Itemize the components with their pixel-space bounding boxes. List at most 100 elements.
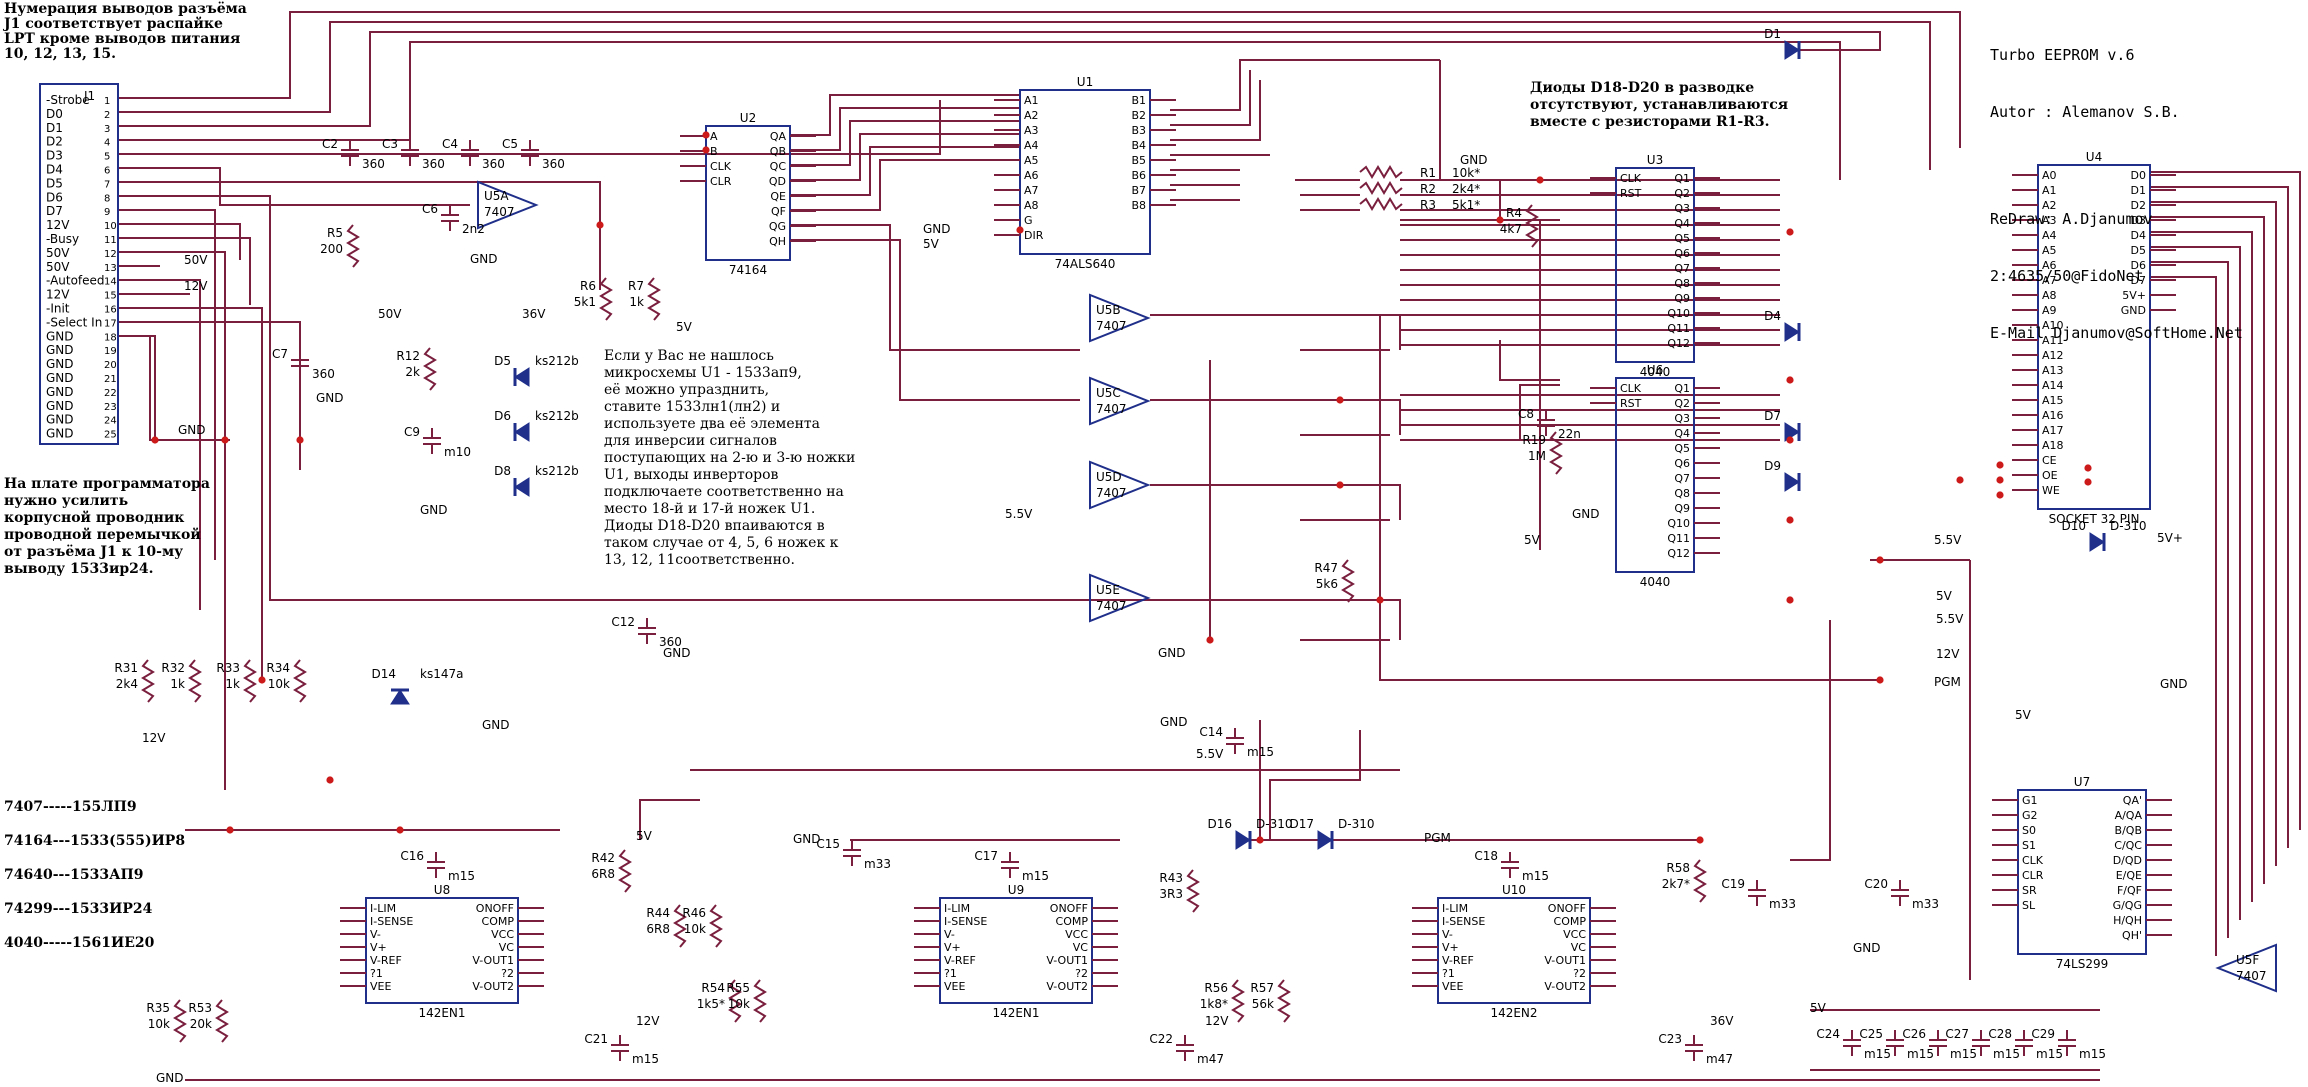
resistor-value: 2k xyxy=(405,365,420,379)
diode-ref: D16 xyxy=(1207,817,1232,831)
chip-pin-label: A8 xyxy=(1024,199,1039,212)
diode-d6: D6 ks212b xyxy=(494,409,579,442)
chip-pin-label: Q1 xyxy=(1674,172,1690,185)
resistor-ref: R1 xyxy=(1420,166,1436,180)
resistor-value: 1k xyxy=(225,677,240,691)
diode-ref: D4 xyxy=(1764,309,1781,323)
chip-pin-label: D1 xyxy=(2131,184,2146,197)
chip-pin-label: ?2 xyxy=(1075,967,1088,980)
note-simplify: Если у Вас не нашлось микросхемы U1 - 15… xyxy=(604,348,856,568)
junction-dot xyxy=(1496,216,1504,224)
diode-d4: D4 xyxy=(1764,309,1801,342)
chip-pin-label: S0 xyxy=(2022,824,2036,837)
chip-pin-label: V-OUT1 xyxy=(1046,954,1088,967)
connector-pin-label: GND xyxy=(46,371,74,385)
capacitor-value: 22n xyxy=(1558,427,1581,441)
connector-pin-number: 21 xyxy=(104,374,117,385)
capacitor-ref: C5 xyxy=(502,137,518,151)
chip-ref: U1 xyxy=(1077,75,1093,89)
chip-pin-label: D2 xyxy=(2131,199,2146,212)
diode-ref: D6 xyxy=(494,409,511,423)
chip-pin-label: D3 xyxy=(2131,214,2146,227)
chip-pin-label: C/QC xyxy=(2114,839,2142,852)
connector-pin-number: 16 xyxy=(104,305,117,316)
resistor-ref: R44 xyxy=(646,906,670,920)
diode-ref: D8 xyxy=(494,464,511,478)
chip-pin-label: VEE xyxy=(944,980,965,993)
capacitor-value: 360 xyxy=(422,157,445,171)
chip-pin-label: ONOFF xyxy=(476,902,514,915)
connector-pin-label: GND xyxy=(46,343,74,357)
capacitor-value: m15 xyxy=(2036,1047,2063,1061)
chip-pin-label: A5 xyxy=(1024,154,1039,167)
chip-pin-label: B1 xyxy=(1131,94,1146,107)
title-block: Turbo EEPROM v.6 Autor : Alemanov S.B. R… xyxy=(1990,8,2243,362)
chip-pin-label: Q1 xyxy=(1674,382,1690,395)
resistor-ref: R54 xyxy=(701,981,725,995)
equivalents-list: 7407-----155ЛП9 74164---1533(555)ИР8 746… xyxy=(4,782,185,969)
resistor-ref: R19 xyxy=(1522,433,1546,447)
buffer-ref: U5A xyxy=(484,189,509,203)
junction-dot xyxy=(396,826,404,834)
connector-pin-number: 9 xyxy=(104,207,110,218)
chip-pin-label: V-REF xyxy=(944,954,976,967)
chip-pin-label: Q7 xyxy=(1674,472,1690,485)
buffer-ref: U5F xyxy=(2236,953,2259,967)
net-5v: 5V xyxy=(636,829,653,843)
junction-dot xyxy=(1336,481,1344,489)
chip-pin-label: CLR xyxy=(710,175,732,188)
chip-pin-label: B8 xyxy=(1131,199,1146,212)
chip-pin-label: B2 xyxy=(1131,109,1146,122)
chip-pin-label: Q4 xyxy=(1674,427,1690,440)
resistor-value: 56k xyxy=(1252,997,1274,1011)
chip-pin-label: I-SENSE xyxy=(944,915,987,928)
chip-pin-label: CLR xyxy=(2022,869,2044,882)
diode-type: ks212b xyxy=(535,354,579,368)
connector-pin-label: 50V xyxy=(46,246,70,260)
chip-pin-label: A9 xyxy=(2042,304,2057,317)
chip-pin-label: Q5 xyxy=(1674,442,1690,455)
junction-dot xyxy=(1786,376,1794,384)
capacitor-ref: C22 xyxy=(1149,1032,1173,1046)
chip-pin-label: ?1 xyxy=(370,967,383,980)
chip-ref: U3 xyxy=(1647,153,1663,167)
diode-type: D-310 xyxy=(2110,519,2146,533)
chip-pin-label: A6 xyxy=(1024,169,1039,182)
chip-pin-label: DIR xyxy=(1024,229,1044,242)
junction-dot xyxy=(2084,464,2092,472)
chip-ref: U8 xyxy=(434,883,450,897)
chip-pin-label: VCC xyxy=(1563,928,1586,941)
capacitor-value: m33 xyxy=(1912,897,1939,911)
chip-pin-label: CE xyxy=(2042,454,2057,467)
chip-u9: U9142EN1I-LIMI-SENSEV-V+V-REF?1VEEONOFFC… xyxy=(914,883,1118,1020)
connector-pin-label: D4 xyxy=(46,163,63,177)
equivalent-item: 74164---1533(555)ИР8 xyxy=(4,833,186,849)
chip-pin-label: 5V+ xyxy=(2122,289,2146,302)
net-50v: 50V xyxy=(378,307,402,321)
resistor-ref: R12 xyxy=(396,349,420,363)
junction-dot xyxy=(702,146,710,154)
diode-type: ks212b xyxy=(535,409,579,423)
capacitor-value: m15 xyxy=(1864,1047,1891,1061)
author: Autor : Alemanov S.B. xyxy=(1990,103,2180,121)
capacitor-value: 360 xyxy=(362,157,385,171)
chip-pin-label: CLK xyxy=(1620,382,1642,395)
net-12v: 12V xyxy=(1936,647,1960,661)
chip-type: 74LS299 xyxy=(2056,957,2108,971)
junction-dot xyxy=(1956,476,1964,484)
resistor-value: 10k xyxy=(148,1017,170,1031)
chip-ref: U10 xyxy=(1502,883,1526,897)
capacitor-ref: C29 xyxy=(2031,1027,2055,1041)
buffer-u5b: U5B 7407 xyxy=(1089,293,1151,343)
chip-pin-label: ?2 xyxy=(501,967,514,980)
chip-pin-label: A2 xyxy=(2042,199,2057,212)
chip-type: 74ALS640 xyxy=(1055,257,1116,271)
connector-pin-label: -Autofeed xyxy=(46,274,105,288)
